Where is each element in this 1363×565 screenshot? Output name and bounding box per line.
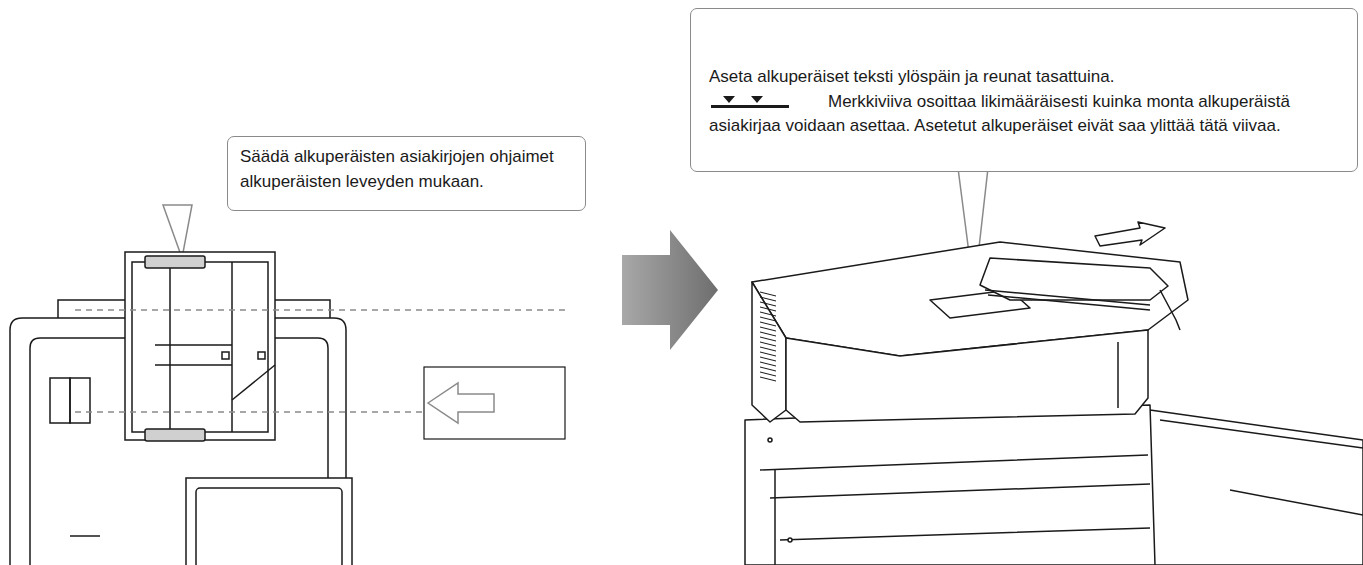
feed-direction-arrow: [428, 383, 494, 423]
limit-line-symbol: [709, 92, 793, 112]
feeder-top-view: [10, 252, 352, 565]
callout-text: Merkkiviiva osoittaa likimääräisesti kui…: [709, 90, 1317, 139]
callout-text-block: Merkkiviiva osoittaa likimääräisesti kui…: [709, 90, 1317, 139]
step-arrow: [622, 230, 718, 350]
callout-text: Aseta alkuperäiset teksti ylöspäin ja re…: [709, 65, 1317, 90]
callout-box: Aseta alkuperäiset teksti ylöspäin ja re…: [690, 8, 1358, 172]
printer-illustration: [745, 222, 1363, 565]
paper-direction-box: [424, 367, 565, 439]
callout-text: Säädä alkuperäisten asiakirjojen ohjaime…: [240, 145, 555, 194]
vent-slots: [760, 292, 776, 381]
callout-box: Säädä alkuperäisten asiakirjojen ohjaime…: [227, 136, 586, 211]
